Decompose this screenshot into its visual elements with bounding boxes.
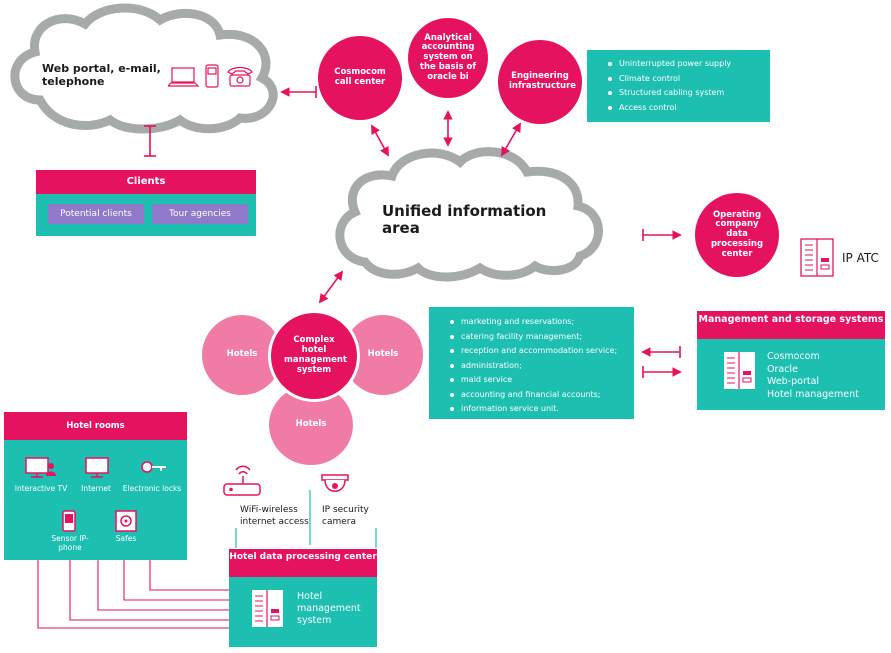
hotels-bottom-label: Hotels (295, 419, 327, 430)
unified-information-cloud (335, 147, 603, 282)
internet-label: Internet (81, 484, 111, 493)
hotel-dpc-title: Hotel data processing center (229, 552, 377, 562)
hotel-services-item: reception and accommodation service; (447, 344, 630, 359)
camera-label: IP security camera (322, 505, 369, 527)
web-portal-label: Web portal, e-mail, telephone (42, 62, 161, 88)
engineering-list-item: Climate control (605, 72, 764, 87)
hotel-services-box: marketing and reservations;catering faci… (429, 307, 634, 419)
sensor-ip-phone-label: Sensor IP-phone (51, 534, 89, 552)
telephone-icon (227, 66, 253, 87)
mobile-phone-icon (205, 64, 219, 88)
security-camera-icon (321, 474, 349, 492)
storage-system-item: Web-portal (767, 376, 820, 387)
laptop-icon (168, 67, 200, 87)
safe-icon (115, 510, 137, 532)
clients-header: Clients (36, 170, 256, 194)
hotel-services-item: catering facility management; (447, 330, 630, 345)
hotel-services-item: information service unit. (447, 402, 630, 417)
engineering-list-item: Uninterrupted power supply (605, 57, 764, 72)
hotel-services-item: marketing and reservations; (447, 315, 630, 330)
web-portal-cloud (10, 3, 278, 134)
wifi-label: WiFi-wireless internet access (240, 505, 309, 527)
hotels-left-label: Hotels (226, 349, 258, 360)
sensor-phone-icon (62, 510, 76, 532)
storage-server-icon (724, 352, 755, 389)
complex-hotel-label: Complex hotel management system (284, 335, 347, 375)
wifi-router-icon (223, 465, 261, 496)
storage-system-item: Hotel management (767, 388, 859, 400)
server-icon (800, 238, 834, 277)
cosmocom-call-center-node: Cosmocom call center (318, 36, 402, 120)
operating-company-label: Operating company data processing center (710, 209, 764, 259)
engineering-infrastructure-label: Engineering infrastructure (509, 71, 577, 91)
hotel-dpc-label: Hotel management system (297, 591, 361, 626)
safes-label: Safes (115, 534, 137, 543)
management-storage-title: Management and storage systems (698, 314, 884, 325)
storage-system-item: Oracle (767, 363, 798, 375)
analytical-accounting-node: Analytical accounting system on the basi… (408, 18, 488, 98)
hotel-services-item: administration; (447, 359, 630, 374)
key-icon (141, 461, 166, 473)
hotels-right-label: Hotels (367, 349, 399, 360)
analytical-accounting-label: Analytical accounting system on the basi… (419, 32, 477, 82)
hotel-rooms-box: Interactive TV Internet Electronic locks… (4, 440, 187, 560)
web-portal-icons (168, 64, 253, 88)
arrow-center-complex (318, 270, 344, 304)
ip-atc-label: IP ATC (842, 251, 879, 265)
management-storage-header: Management and storage systems (697, 311, 885, 339)
clients-box: Potential clients Tour agencies (36, 194, 256, 236)
engineering-infrastructure-node: Engineering infrastructure (498, 40, 582, 124)
hotel-dpc-header: Hotel data processing center (229, 549, 377, 577)
cosmocom-call-center-label: Cosmocom call center (334, 67, 386, 87)
hotel-services-item: accounting and financial accounts; (447, 388, 630, 403)
unified-information-label: Unified information area (382, 202, 547, 237)
storage-system-item: Cosmocom (767, 351, 820, 362)
operating-company-node: Operating company data processing center (695, 193, 779, 277)
interactive-tv-label: Interactive TV (14, 484, 68, 493)
interactive-tv-icon (25, 457, 56, 478)
complex-hotel-node: Complex hotel management system (268, 310, 360, 402)
hotel-server-icon (252, 590, 283, 627)
tour-agencies-chip: Tour agencies (152, 204, 248, 224)
engineering-list-item: Structured cabling system (605, 86, 764, 101)
arrow-center-callcenter (371, 124, 389, 157)
internet-icon (85, 457, 109, 478)
hotel-dpc-box: Hotel management system (229, 577, 377, 647)
potential-clients-chip: Potential clients (48, 204, 144, 224)
arrow-center-engineering (501, 122, 521, 157)
hotel-rooms-header: Hotel rooms (4, 412, 187, 440)
electronic-locks-label: Electronic locks (122, 484, 182, 493)
engineering-list-item: Access control (605, 101, 764, 116)
hotel-services-item: maid service (447, 373, 630, 388)
